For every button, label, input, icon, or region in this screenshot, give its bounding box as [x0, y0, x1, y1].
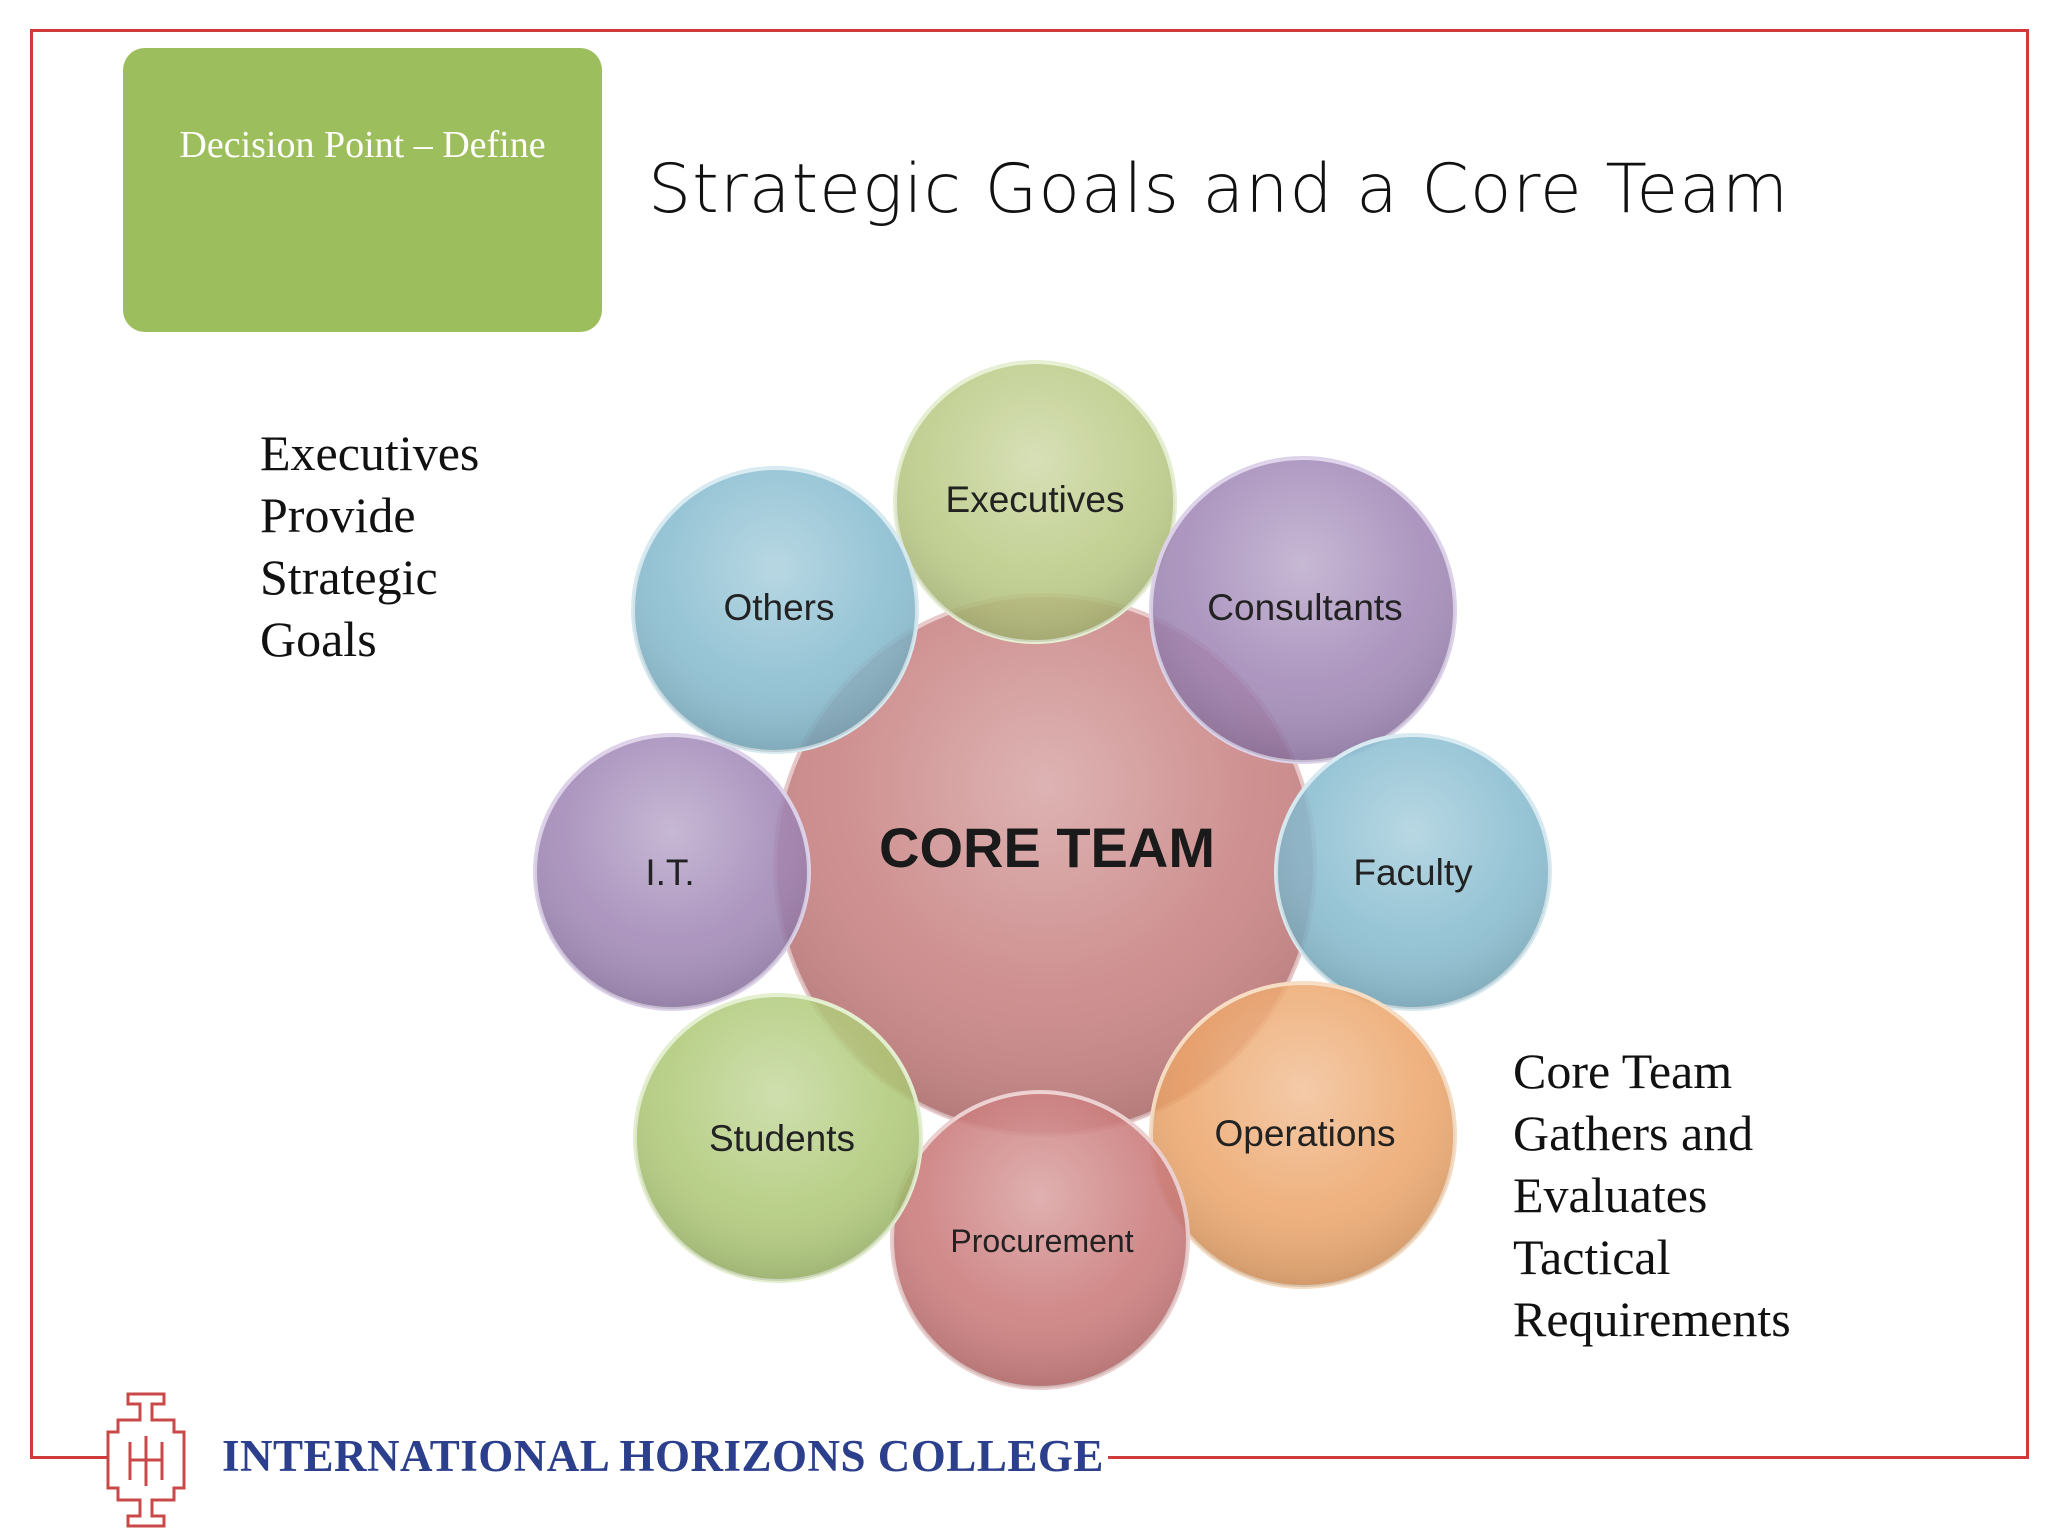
core-team-note: Core Team Gathers and Evaluates Tactical… [1513, 1040, 1791, 1350]
node-executives: Executives [893, 360, 1177, 644]
executives-circle-sheen [895, 362, 1175, 642]
others-circle-sheen [633, 468, 917, 752]
node-students: Students [633, 993, 923, 1283]
slide-frame [30, 29, 2029, 1459]
core-team-note-line: Core Team [1513, 1043, 1733, 1099]
core-team-note-line: Tactical [1513, 1229, 1671, 1285]
center-circle [773, 593, 1317, 1137]
executives-note: Executives Provide Strategic Goals [260, 422, 479, 670]
college-name: INTERNATIONAL HORIZONS COLLEGE [222, 1431, 1104, 1481]
core-team-note-line: Evaluates [1513, 1167, 1708, 1223]
faculty-label: Faculty [1353, 852, 1473, 893]
executives-note-line: Goals [260, 611, 377, 667]
procurement-label: Procurement [950, 1223, 1133, 1259]
node-others: Others [631, 466, 919, 754]
decision-point-label: Decision Point – Define [179, 124, 546, 166]
node-faculty: Faculty [1274, 733, 1552, 1011]
center-label: CORE TEAM [879, 816, 1215, 879]
node-it: I.T. [533, 733, 811, 1011]
faculty-circle-sheen [1276, 735, 1550, 1009]
executives-note-line: Provide [260, 487, 416, 543]
it-label: I.T. [645, 852, 694, 893]
students-circle-sheen [635, 995, 921, 1281]
procurement-circle-sheen [892, 1092, 1188, 1388]
core-team-note-line: Requirements [1513, 1291, 1791, 1347]
executives-note-line: Strategic [260, 549, 438, 605]
center-circle-sheen [775, 595, 1315, 1135]
node-operations: Operations [1149, 981, 1457, 1289]
consultants-label: Consultants [1207, 587, 1402, 628]
students-label: Students [709, 1118, 855, 1159]
executives-note-line: Executives [260, 425, 480, 481]
footer-rule-left [30, 1456, 108, 1459]
college-logo [106, 1392, 186, 1528]
core-team-note-line: Gathers and [1513, 1105, 1754, 1161]
operations-circle-sheen [1151, 983, 1455, 1287]
decision-point-badge: Decision Point – Define [123, 48, 602, 332]
it-circle-sheen [535, 735, 809, 1009]
executives-label: Executives [946, 479, 1125, 520]
node-procurement: Procurement [890, 1090, 1190, 1390]
slide-title: Strategic Goals and a Core Team [648, 150, 1790, 229]
node-consultants: Consultants [1149, 456, 1457, 764]
consultants-circle-sheen [1151, 458, 1455, 762]
others-label: Others [723, 587, 834, 628]
operations-label: Operations [1215, 1113, 1396, 1154]
footer-rule-right [1108, 1456, 2029, 1459]
